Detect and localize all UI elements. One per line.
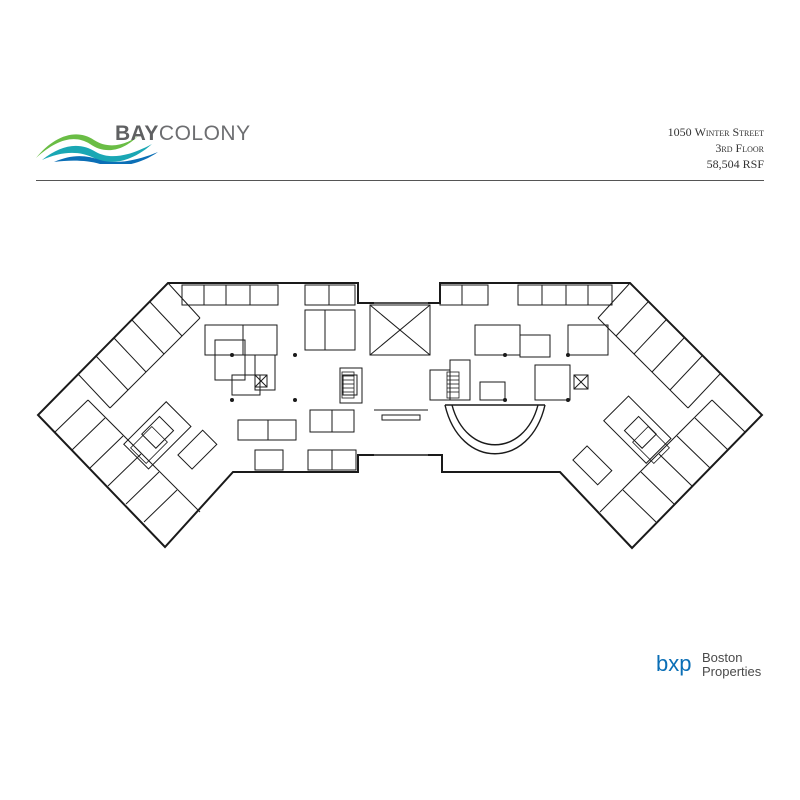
street-name: Winter Street [694, 125, 764, 139]
rotunda [444, 404, 546, 455]
address-line-1: 1050 Winter Street [668, 124, 764, 140]
address-floor: 3rd Floor [715, 141, 764, 155]
header-divider [36, 180, 764, 181]
bxp-line-2: Properties [702, 664, 762, 679]
bxp-logo-mark: bxp [656, 651, 691, 676]
left-wing [36, 282, 374, 549]
left-interior-rooms [181, 284, 363, 471]
brand-name-bay: BAY [115, 122, 159, 145]
brand-wordmark: BAYCOLONY [115, 122, 251, 146]
right-wing [428, 282, 764, 550]
boston-properties-wordmark: Boston Properties [702, 651, 761, 679]
street-number: 1050 [667, 125, 692, 139]
left-upper-offices [77, 282, 201, 470]
address-block: 1050 Winter Street 3rd Floor 58,504 RSF [668, 124, 764, 172]
address-rsf: 58,504 RSF [706, 157, 764, 171]
bxp-mark-text: bxp [656, 651, 691, 676]
central-atrium [369, 302, 431, 456]
left-lower-offices [54, 399, 218, 523]
bay-colony-wave-logo [36, 134, 158, 164]
brand-name-colony: COLONY [158, 122, 251, 145]
columns [230, 353, 570, 402]
stairs-elevators [130, 371, 670, 464]
right-lower-offices [572, 399, 746, 523]
right-interior-rooms [429, 284, 613, 401]
bxp-line-1: Boston [702, 650, 743, 665]
right-upper-offices [597, 282, 721, 464]
